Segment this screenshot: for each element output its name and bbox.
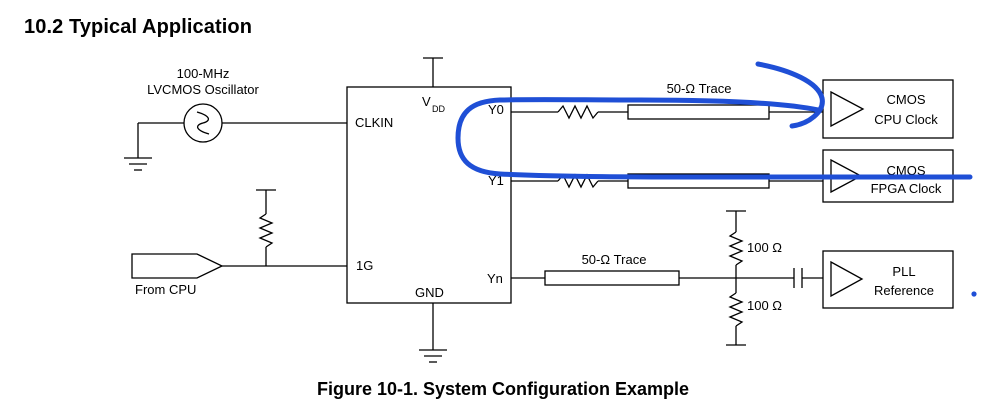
- trace-top-label: 50-Ω Trace: [667, 81, 732, 96]
- cmos-cpu-label-line1: CMOS: [887, 92, 926, 107]
- figure-caption: Figure 10-1. System Configuration Exampl…: [316, 379, 690, 399]
- resistor-bottom-value: 100 Ω: [747, 298, 782, 313]
- pin-clkin-label: CLKIN: [355, 115, 393, 130]
- pin-y0-label: Y0: [488, 102, 504, 117]
- oscillator-frequency-label: 100-MHz: [177, 66, 230, 81]
- ground-symbol-oscillator: [124, 157, 152, 171]
- ground-symbol-ic: [419, 349, 447, 363]
- annotation-dot: [971, 291, 977, 297]
- trace-yn: [544, 270, 680, 286]
- pin-yn-label: Yn: [487, 271, 503, 286]
- pll-reference-block: PLL Reference: [822, 250, 954, 309]
- pin-gnd-label: GND: [415, 285, 444, 300]
- pin-y1-label: Y1: [488, 173, 504, 188]
- termination-resistor-bottom: [728, 292, 744, 327]
- from-cpu-input: From CPU: [131, 253, 347, 297]
- yn-output-path: 50-Ω Trace: [511, 252, 823, 288]
- pll-label-line1: PLL: [892, 264, 915, 279]
- trace-y0: [627, 104, 770, 120]
- oscillator: 100-MHz LVCMOS Oscillator: [137, 66, 347, 158]
- cmos-cpu-label-line2: CPU Clock: [874, 112, 938, 127]
- handwritten-annotation: [455, 61, 977, 297]
- cmos-cpu-clock-block: CMOS CPU Clock: [822, 79, 954, 139]
- clock-buffer-ic: V DD CLKIN Y0 Y1 1G Yn GND: [346, 57, 512, 350]
- sine-wave-icon: [196, 111, 210, 135]
- termination-resistor-top: [728, 231, 744, 266]
- oscillator-type-label: LVCMOS Oscillator: [147, 82, 259, 97]
- pin-vdd-subscript: DD: [432, 104, 445, 114]
- y0-output-path: 50-Ω Trace: [511, 81, 823, 120]
- pll-label-line2: Reference: [874, 283, 934, 298]
- pullup-resistor: [256, 189, 276, 266]
- resistor-top-value: 100 Ω: [747, 240, 782, 255]
- section-title: 10.2 Typical Application: [24, 16, 253, 38]
- cmos-fpga-label-line2: FPGA Clock: [871, 181, 942, 196]
- from-cpu-label: From CPU: [135, 282, 196, 297]
- pin-vdd-label: V: [422, 94, 431, 109]
- cmos-fpga-label-line1: CMOS: [887, 163, 926, 178]
- pin-1g-label: 1G: [356, 258, 373, 273]
- annotation-loop-stroke: [455, 61, 973, 180]
- series-resistor-y0: [557, 104, 599, 120]
- from-cpu-connector: [131, 253, 224, 279]
- trace-bottom-label: 50-Ω Trace: [582, 252, 647, 267]
- termination-resistors: 100 Ω 100 Ω: [726, 210, 782, 346]
- ic-body: [346, 86, 512, 304]
